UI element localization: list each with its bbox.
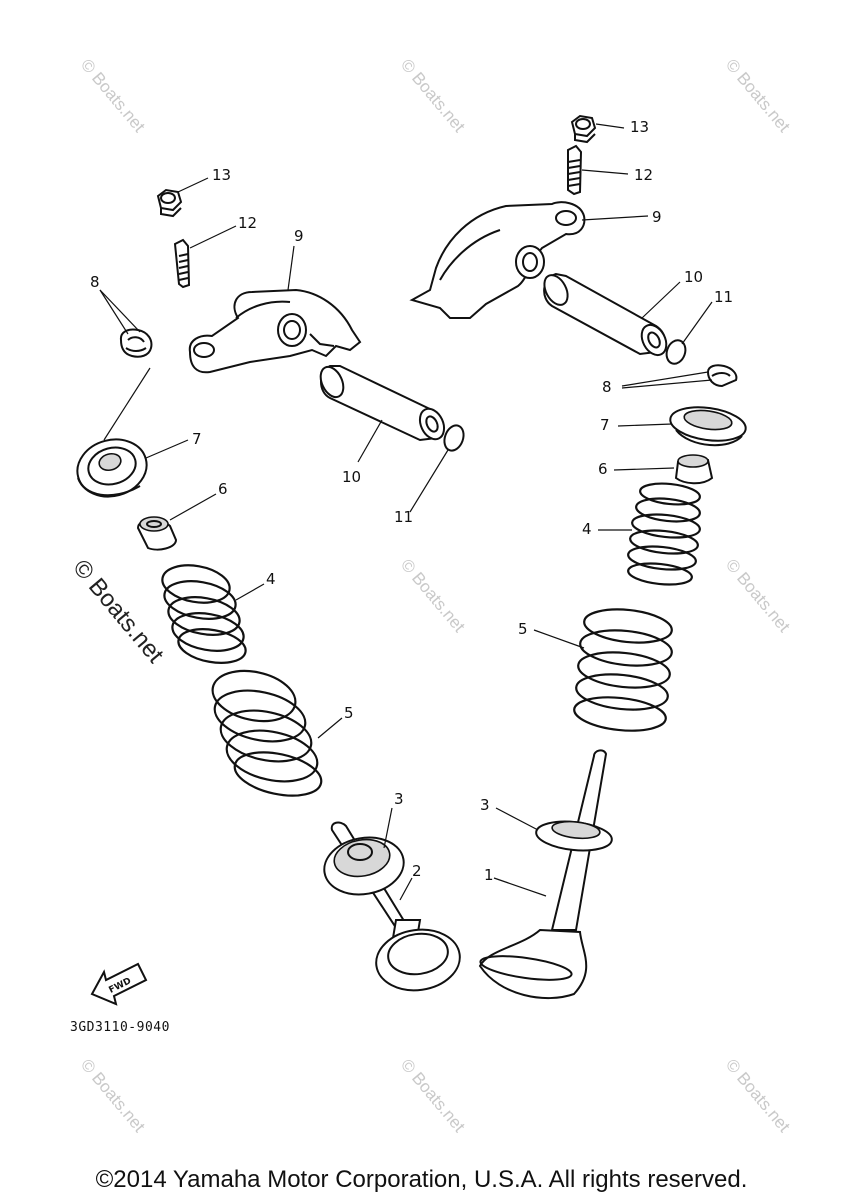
part-11-o-ring-left <box>443 424 465 452</box>
part-12-screw-left <box>173 238 191 289</box>
watermark-large: © Boats.net <box>67 555 169 669</box>
callout-4-right: 4 <box>582 520 592 538</box>
callout-11-right: 11 <box>714 288 733 306</box>
callout-7-right: 7 <box>600 416 610 434</box>
callout-4-left: 4 <box>266 570 276 588</box>
watermark-bottom-left: © Boats.net <box>77 1055 149 1136</box>
part-2-valve-and-3-seat <box>323 821 461 992</box>
callout-8-left: 8 <box>90 273 100 291</box>
part-5-outer-spring-left <box>211 669 323 797</box>
part-9-rocker-arm-left <box>188 288 362 374</box>
callout-10-right: 10 <box>684 268 703 286</box>
callout-9-left: 9 <box>294 227 304 245</box>
callout-6-left: 6 <box>218 480 228 498</box>
part-1-valve-and-3-seat <box>478 749 613 1000</box>
callout-3-right: 3 <box>480 796 490 814</box>
watermark-top-left: © Boats.net <box>77 55 149 136</box>
copyright-notice: ©2014 Yamaha Motor Corporation, U.S.A. A… <box>95 1166 748 1193</box>
callout-5-right: 5 <box>518 620 528 638</box>
callout-10-left: 10 <box>342 468 361 486</box>
diagram-part-code: 3GD3110-9040 <box>70 1020 170 1035</box>
callout-8-right: 8 <box>602 378 612 396</box>
callout-6-right: 6 <box>598 460 608 478</box>
callout-11-left: 11 <box>394 508 413 526</box>
callout-5-left: 5 <box>344 704 354 722</box>
callout-12-left: 12 <box>238 214 257 232</box>
part-4-inner-spring-left <box>161 564 247 664</box>
callout-9-right: 9 <box>652 208 662 226</box>
part-9-rocker-arm-right <box>409 201 586 319</box>
fwd-arrow-icon: FWD <box>90 962 148 1006</box>
callout-13-left: 13 <box>212 166 231 184</box>
part-10-rocker-shaft-left <box>319 365 446 442</box>
part-8-cotter-right <box>706 364 738 388</box>
part-13-nut-right <box>570 114 597 144</box>
watermark-top-middle: © Boats.net <box>397 55 469 136</box>
watermark-bottom-right: © Boats.net <box>722 1055 794 1136</box>
part-10-rocker-shaft-right <box>543 272 668 357</box>
callout-2: 2 <box>412 862 422 880</box>
part-8-cotter-left <box>119 328 153 358</box>
part-12-screw-right <box>567 144 583 196</box>
part-6-oil-seal-right <box>674 454 714 485</box>
callout-13-right: 13 <box>630 118 649 136</box>
part-7-retainer-left <box>76 438 148 498</box>
leader-lines <box>99 123 713 901</box>
callout-7-left: 7 <box>192 430 202 448</box>
callout-labels: 13 12 9 8 7 6 4 5 3 2 10 11 13 12 9 10 1… <box>90 118 733 884</box>
part-5-outer-spring-right <box>573 608 673 732</box>
callout-1: 1 <box>484 866 494 884</box>
part-11-o-ring-right <box>665 339 687 365</box>
watermark-bottom-middle: © Boats.net <box>397 1055 469 1136</box>
watermark-mid-right: © Boats.net <box>722 555 794 636</box>
part-6-oil-seal-left <box>136 516 178 551</box>
callout-12-right: 12 <box>634 166 653 184</box>
part-13-nut-left <box>156 188 183 218</box>
part-7-retainer-right <box>669 406 747 447</box>
watermark-top-right: © Boats.net <box>722 55 794 136</box>
callout-3-left: 3 <box>394 790 404 808</box>
watermark-mid-middle: © Boats.net <box>397 555 469 636</box>
part-4-inner-spring-right <box>627 482 701 586</box>
